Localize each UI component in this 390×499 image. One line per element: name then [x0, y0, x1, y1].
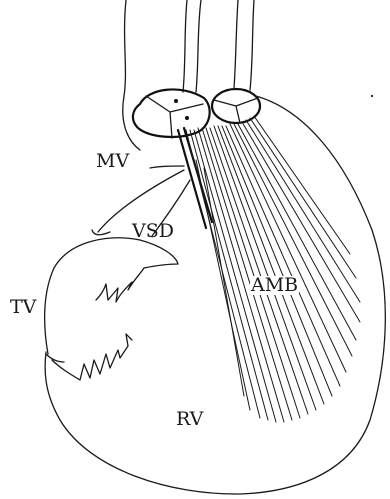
- septal-rim: [123, 96, 140, 150]
- pulmonary-valve: [212, 89, 260, 123]
- amb-line-8: [214, 126, 316, 410]
- vessel-line-1: [124, 0, 126, 96]
- vessel-line-4: [234, 0, 238, 88]
- great-vessels: [124, 0, 254, 96]
- tricuspid-leaflets-lower: [52, 334, 132, 380]
- mv-line: [150, 166, 184, 168]
- amb-line-17: [250, 118, 356, 278]
- aortic-valve: [133, 89, 210, 138]
- vessel-line-2: [183, 0, 187, 92]
- amb-line-12: [230, 124, 346, 372]
- amb-line-14: [238, 124, 356, 340]
- stray-dot: [371, 95, 373, 97]
- amb-line-13: [234, 124, 352, 356]
- label-vsd: VSD: [132, 222, 174, 241]
- amb-line-20: [204, 168, 244, 396]
- tricuspid-valve: [45, 238, 178, 380]
- amb-line-9: [218, 126, 324, 404]
- tricuspid-left-tick: [46, 354, 64, 362]
- label-mv: MV: [96, 152, 129, 171]
- valve-dot-2: [185, 116, 189, 120]
- label-rv: RV: [176, 410, 203, 429]
- label-amb: AMB: [250, 276, 299, 295]
- vessel-line-3: [196, 0, 201, 92]
- vessel-line-5: [250, 0, 254, 90]
- amb-line-18: [254, 116, 350, 254]
- amb-line-11: [226, 126, 340, 386]
- label-tv: TV: [10, 298, 36, 317]
- valve-dot-1: [174, 99, 178, 103]
- mv-edge-curve: [92, 230, 110, 235]
- amb-line-bold-1: [178, 130, 206, 228]
- tricuspid-leaflets-upper: [96, 268, 144, 302]
- amb-bundle: [178, 116, 360, 422]
- amb-line-7: [210, 128, 308, 414]
